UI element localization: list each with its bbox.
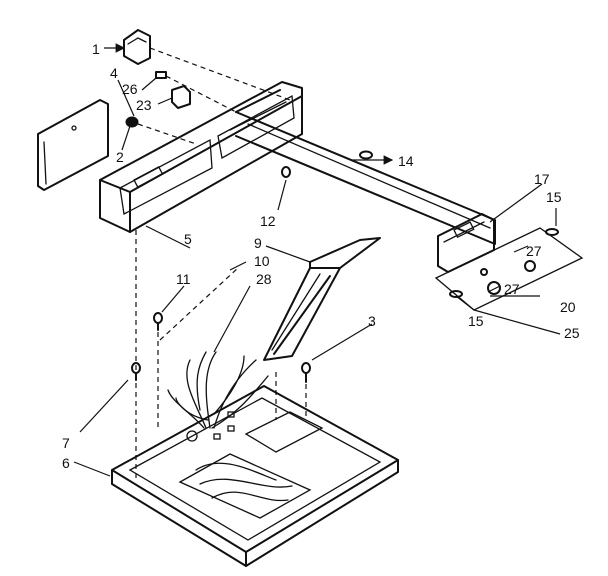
callout-23: 23 (136, 97, 152, 113)
callout-3: 3 (368, 313, 376, 329)
callout-15-top: 15 (546, 189, 562, 205)
callout-4: 4 (110, 65, 118, 81)
leader-lines (73, 43, 561, 477)
callout-14: 14 (398, 153, 414, 169)
callout-17: 17 (534, 171, 550, 187)
callout-20: 20 (560, 299, 576, 315)
callout-1: 1 (92, 41, 100, 57)
callout-12: 12 (260, 213, 276, 229)
callout-15-bottom: 15 (468, 313, 484, 329)
hinge-clip (359, 150, 373, 160)
callout-7: 7 (62, 435, 70, 451)
dryer-top-base (111, 385, 399, 567)
escutcheon-plate (37, 99, 109, 191)
callout-11: 11 (176, 271, 191, 287)
terminal-plate (434, 227, 584, 311)
control-console (99, 81, 303, 233)
callout-27-upper: 27 (526, 243, 542, 259)
callout-5: 5 (184, 231, 192, 247)
callout-27-lower: 27 (504, 281, 520, 297)
wiring-harness (167, 351, 293, 502)
callout-6: 6 (62, 455, 70, 471)
small-fasteners (125, 71, 197, 145)
callout-9: 9 (254, 235, 262, 251)
callout-25: 25 (564, 325, 580, 341)
callout-26: 26 (122, 81, 138, 97)
callout-2: 2 (116, 149, 124, 165)
mounting-screws (131, 166, 311, 478)
top-bracket (123, 29, 291, 113)
callout-28: 28 (256, 271, 272, 287)
lint-chute (263, 237, 381, 361)
callout-labels: 1 4 26 23 2 14 12 5 9 10 11 28 3 7 6 17 … (62, 41, 580, 471)
callout-10: 10 (254, 253, 270, 269)
